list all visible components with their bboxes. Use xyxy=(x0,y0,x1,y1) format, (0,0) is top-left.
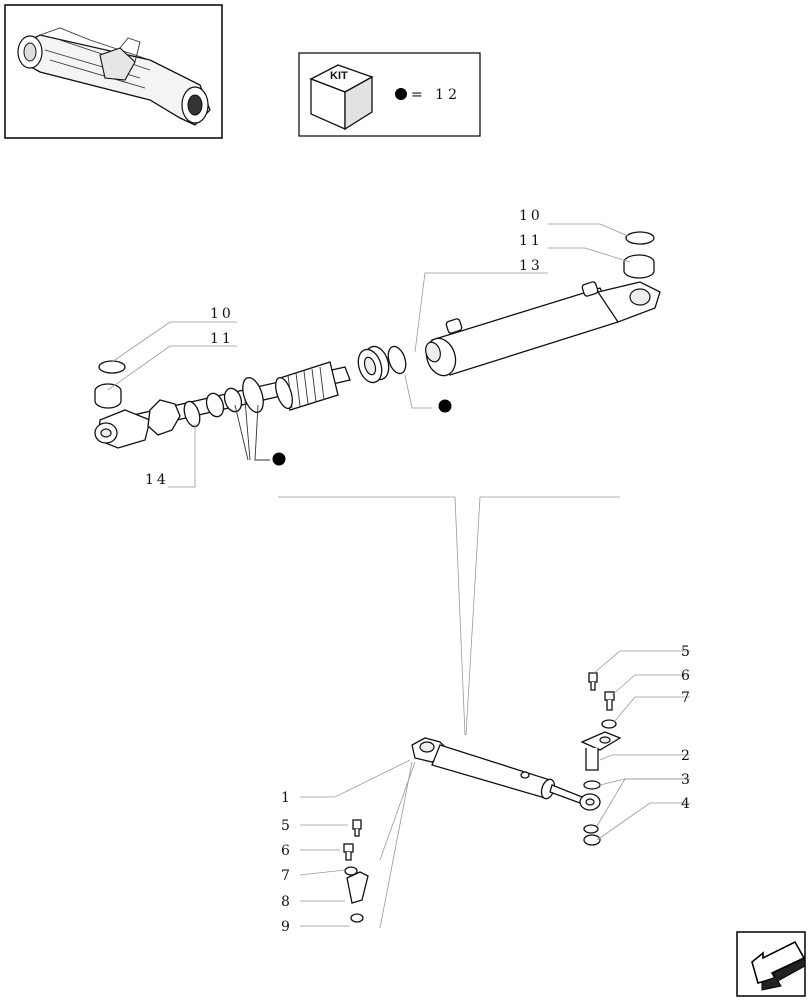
wiper-ring xyxy=(242,377,264,413)
bolt xyxy=(588,672,598,691)
mounting-bracket xyxy=(580,731,622,771)
label-5: 5 xyxy=(681,644,693,660)
kit-dot xyxy=(438,399,452,413)
label-1: 1 xyxy=(281,790,293,806)
label-13: 13 xyxy=(519,258,543,274)
circlip-right xyxy=(625,231,655,245)
washer xyxy=(583,780,601,790)
next-page-button[interactable] xyxy=(736,931,806,997)
ball-joint-bearing-right xyxy=(623,254,655,279)
label-5: 5 xyxy=(281,818,293,834)
bolt xyxy=(352,819,362,837)
label-3: 3 xyxy=(681,772,693,788)
washer xyxy=(583,824,599,834)
label-14: 14 xyxy=(145,472,169,488)
label-11: 11 xyxy=(519,233,543,249)
screw xyxy=(343,843,354,861)
label-10: 10 xyxy=(519,208,543,224)
circlip xyxy=(98,360,126,374)
o-ring xyxy=(387,345,407,375)
connector-guides xyxy=(278,496,620,736)
kit-dot xyxy=(272,452,286,466)
kit-equation: = 12 xyxy=(411,87,461,103)
assembly-view: 1 2 3 4 5 6 7 5 6 7 8 9 xyxy=(281,644,693,935)
washer xyxy=(601,719,617,729)
steering-cylinder xyxy=(411,737,601,811)
kit-bullet-icon xyxy=(395,88,407,100)
rod-eye xyxy=(94,409,151,449)
screw xyxy=(604,691,615,711)
cylinder-barrel xyxy=(425,281,661,377)
ball-joint-bearing xyxy=(94,383,122,409)
kit-cube-icon: KIT xyxy=(309,64,374,131)
label-2: 2 xyxy=(681,748,693,764)
label-7: 7 xyxy=(681,690,693,706)
label-4: 4 xyxy=(681,796,693,812)
label-11: 11 xyxy=(210,331,234,347)
retaining-ring xyxy=(183,400,201,428)
label-9: 9 xyxy=(281,919,293,935)
washer xyxy=(344,866,358,876)
label-7: 7 xyxy=(281,868,293,884)
label-10: 10 xyxy=(210,306,234,322)
label-6: 6 xyxy=(681,668,693,684)
label-6: 6 xyxy=(281,843,293,859)
nut xyxy=(583,834,601,846)
next-page-arrow-icon xyxy=(751,940,806,991)
kit-label: KIT xyxy=(330,70,348,82)
label-8: 8 xyxy=(281,894,293,910)
axle-assembly-icon xyxy=(17,27,211,126)
piston-seal xyxy=(357,345,390,384)
locknut xyxy=(147,399,181,436)
axle-thumbnail[interactable] xyxy=(4,4,223,139)
pin xyxy=(346,871,369,904)
exploded-view: 10 11 13 10 11 14 xyxy=(94,208,661,488)
kit-legend: KIT = 12 xyxy=(298,52,481,137)
washer xyxy=(350,913,364,923)
